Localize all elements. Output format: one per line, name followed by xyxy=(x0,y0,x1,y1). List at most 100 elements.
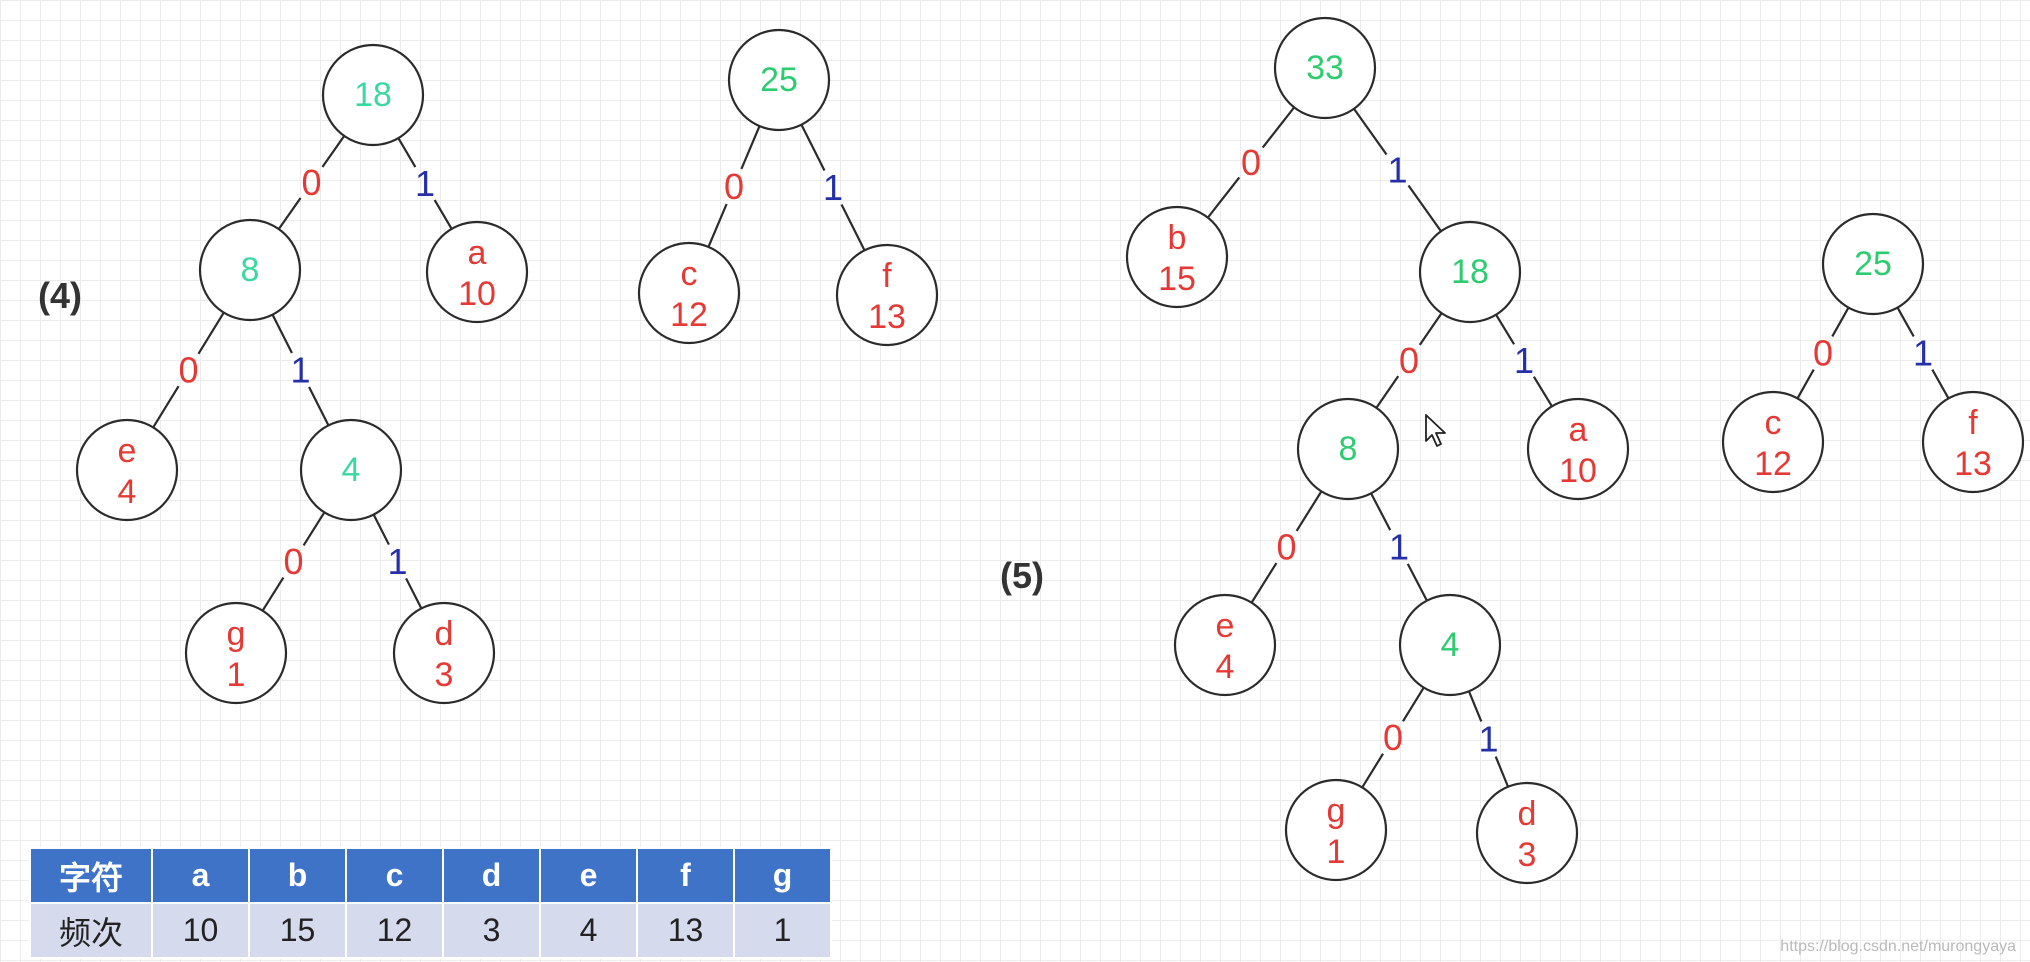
tree-edge xyxy=(1370,492,1392,531)
internal-node: 18 xyxy=(321,43,425,147)
node-weight: 25 xyxy=(1854,245,1892,283)
edge-bit-label: 1 xyxy=(387,541,407,582)
table-cell: 频次 xyxy=(29,902,153,959)
leaf-node: e4 xyxy=(75,418,179,522)
internal-node: 18 xyxy=(1418,220,1522,324)
leaf-node: b15 xyxy=(1125,205,1229,309)
tree-edge xyxy=(152,385,180,428)
node-circle xyxy=(637,241,741,345)
tree-edge xyxy=(1406,563,1428,602)
node-symbol: c xyxy=(1765,404,1782,442)
node-symbol: e xyxy=(118,432,137,470)
tree-edge xyxy=(1407,184,1442,232)
edge-bit-label: 1 xyxy=(1478,719,1498,760)
tree-edge xyxy=(1494,756,1510,788)
tree-edge xyxy=(1295,490,1323,532)
edge-bit-label: 1 xyxy=(415,163,435,204)
leaf-node: f13 xyxy=(835,243,939,347)
table-cell: 3 xyxy=(442,902,541,959)
edge-bit-label: 0 xyxy=(301,162,321,203)
tree-edge xyxy=(271,314,293,354)
leaf-node: a10 xyxy=(425,220,529,324)
edge-bit-label: 0 xyxy=(1399,340,1419,381)
node-circle xyxy=(727,28,831,132)
tree-edge xyxy=(1353,108,1388,156)
edge-bit-label: 1 xyxy=(823,167,843,208)
node-circle xyxy=(184,601,288,705)
table-header-cell: d xyxy=(442,847,541,904)
node-weight: 3 xyxy=(435,656,454,694)
internal-node: 25 xyxy=(727,28,831,132)
tree-edge xyxy=(433,199,453,230)
tree-edge xyxy=(372,514,390,546)
node-weight: 33 xyxy=(1306,49,1344,87)
edge-bit-label: 0 xyxy=(178,350,198,391)
node-symbol: a xyxy=(1569,411,1588,449)
edge-bit-label: 0 xyxy=(1276,527,1296,568)
step-label-layer: (4)(5) xyxy=(38,275,1044,596)
node-symbol: c xyxy=(681,255,698,293)
tree-edge xyxy=(321,135,346,168)
internal-node: 25 xyxy=(1821,212,1925,316)
internal-node: 33 xyxy=(1273,16,1377,120)
table-header-cell: e xyxy=(539,847,638,904)
table-header-cell: 字符 xyxy=(29,847,153,904)
leaf-node: e4 xyxy=(1173,593,1277,697)
node-circle xyxy=(1821,212,1925,316)
leaf-node: c12 xyxy=(637,241,741,345)
table-row: 频次 10 15 12 3 4 13 1 xyxy=(29,902,832,959)
tree-edge xyxy=(308,386,330,426)
tree-edge xyxy=(800,124,826,172)
internal-node: 8 xyxy=(1296,397,1400,501)
node-circle xyxy=(1398,593,1502,697)
edge-layer xyxy=(152,106,1950,789)
node-circle xyxy=(425,220,529,324)
node-circle xyxy=(1721,390,1825,494)
tree-edge xyxy=(397,137,417,168)
edge-bit-label: 1 xyxy=(1913,333,1933,374)
table-cell: 13 xyxy=(636,902,735,959)
edge-bit-label: 1 xyxy=(1389,527,1409,568)
node-circle xyxy=(198,218,302,322)
tree-edge xyxy=(1250,562,1278,604)
tree-edge xyxy=(1261,106,1296,149)
leaf-node: g1 xyxy=(184,601,288,705)
leaf-node: g1 xyxy=(1284,778,1388,882)
frequency-table: 字符 a b c d e f g 频次 10 15 12 3 4 13 1 xyxy=(29,847,832,959)
node-weight: 10 xyxy=(1559,452,1597,490)
node-weight: 8 xyxy=(1339,430,1358,468)
tree-edge xyxy=(1495,314,1516,345)
table-cell: 1 xyxy=(733,902,832,959)
tree-edge xyxy=(1467,690,1483,722)
node-weight: 15 xyxy=(1158,260,1196,298)
node-circle xyxy=(1418,220,1522,324)
leaf-node: a10 xyxy=(1526,397,1630,501)
node-weight: 8 xyxy=(241,251,260,289)
tree-edge xyxy=(1796,369,1815,399)
node-symbol: d xyxy=(1518,795,1537,833)
tree-edge xyxy=(1931,369,1950,399)
node-weight: 25 xyxy=(760,61,798,99)
node-weight: 12 xyxy=(1754,445,1792,483)
node-circle xyxy=(75,418,179,522)
edge-bit-label: 1 xyxy=(1387,150,1407,191)
edge-bit-label: 0 xyxy=(283,541,303,582)
node-circle xyxy=(1284,778,1388,882)
node-circle xyxy=(321,43,425,147)
tree-edge xyxy=(1831,307,1850,337)
tree-edge xyxy=(261,577,285,612)
mouse-cursor-icon xyxy=(1425,414,1446,447)
node-circle xyxy=(1526,397,1630,501)
tree-edge xyxy=(302,511,326,546)
internal-node: 8 xyxy=(198,218,302,322)
tree-edge xyxy=(1402,686,1425,722)
node-circle xyxy=(1173,593,1277,697)
node-circle xyxy=(1125,205,1229,309)
tree-edge xyxy=(840,203,866,251)
tree-edge xyxy=(405,577,423,609)
node-weight: 3 xyxy=(1518,836,1537,874)
tree-edge xyxy=(740,125,761,170)
leaf-node: f13 xyxy=(1921,390,2025,494)
